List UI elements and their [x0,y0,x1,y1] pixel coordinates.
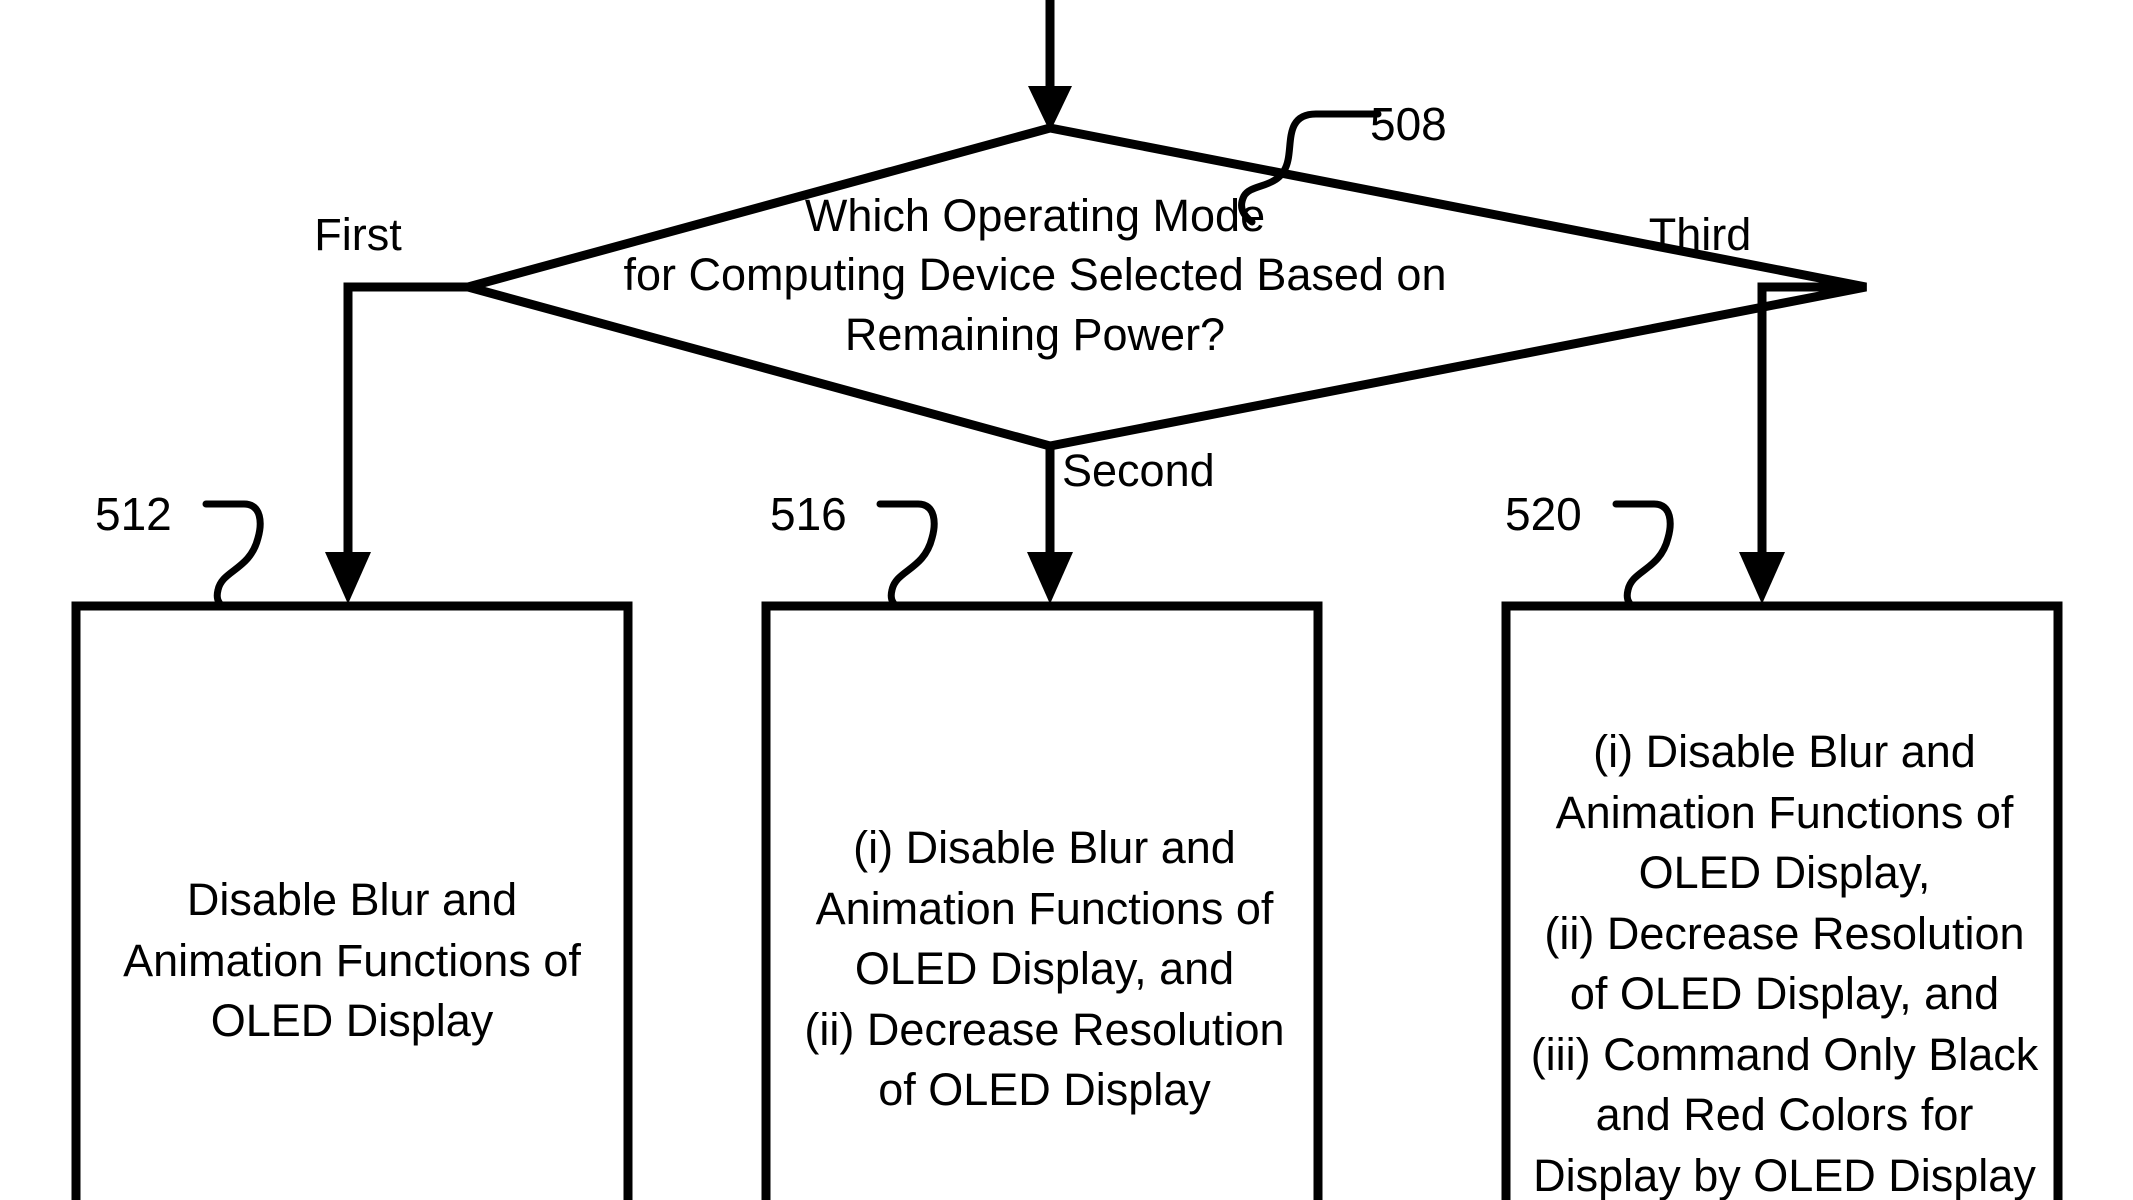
process-box-520 [1501,601,2063,1200]
branch-first-connector [325,282,468,604]
leader-line-516 [876,500,938,610]
process-box-512-text: Disable Blur and Animation Functions of … [123,874,581,1047]
reference-numeral-508: 508 [1370,98,1447,150]
branch-second-connector [1027,446,1073,604]
branch-label-first: First [314,209,402,260]
reference-numeral-512: 512 [95,488,172,540]
incoming-arrow [1028,0,1072,132]
branch-label-third: Third [1648,209,1752,260]
branch-label-second: Second [1062,445,1215,496]
process-box-512 [71,601,633,1200]
reference-numeral-516: 516 [770,488,847,540]
branch-third-connector [1739,282,1866,604]
process-box-516-text: (i) Disable Blur and Animation Functions… [804,822,1285,1116]
leader-line-508 [1238,110,1382,226]
process-box-520-text: (i) Disable Blur and Animation Functions… [1530,726,2039,1200]
leader-line-520 [1612,500,1674,610]
reference-numeral-520: 520 [1505,488,1582,540]
leader-line-512 [202,500,264,610]
process-box-516 [761,601,1323,1200]
decision-text: Which Operating Mode for Computing Devic… [623,190,1447,360]
